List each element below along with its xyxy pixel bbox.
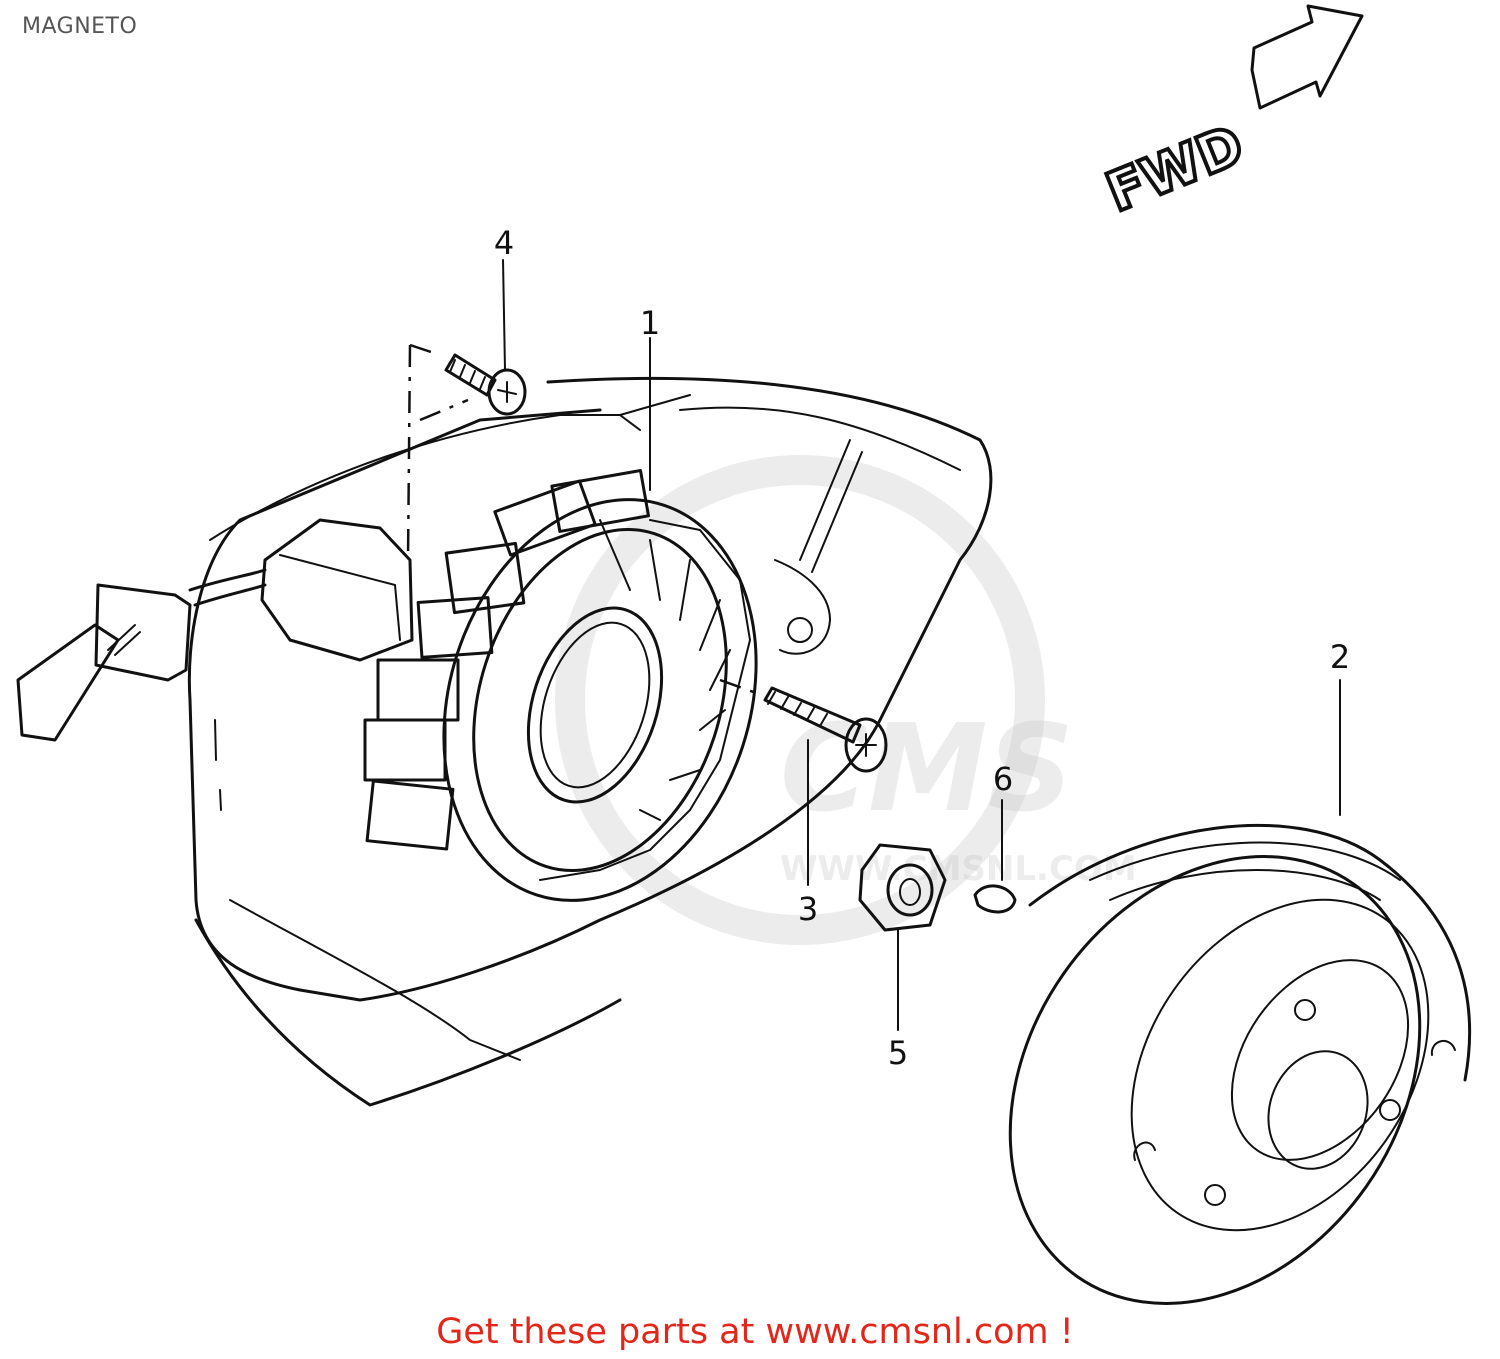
callout-5: 5 [888, 1034, 908, 1072]
key-part-6 [973, 884, 1017, 914]
callout-2: 2 [1330, 638, 1350, 676]
rotor-flywheel [1008, 823, 1472, 1305]
pickup-coil-and-lead [16, 518, 414, 742]
callout-1: 1 [640, 304, 660, 342]
callout-labels: 1 2 3 4 5 6 [494, 224, 1350, 1072]
callout-3: 3 [798, 890, 818, 928]
stator-assembly [363, 469, 758, 902]
watermark-logo-text: CMS [780, 700, 1074, 839]
get-parts-link[interactable]: Get these parts at www.cmsnl.com ! [436, 1312, 1074, 1352]
leader-lines [502, 259, 1341, 1031]
callout-4: 4 [494, 224, 514, 262]
callout-6: 6 [993, 760, 1013, 798]
forward-arrow-icon [1250, 4, 1364, 110]
nut-part-5 [858, 843, 947, 932]
bolt-part-3 [719, 678, 888, 773]
page-title: MAGNETO [22, 14, 138, 39]
crankcase-cover [187, 376, 993, 1107]
screw-part-4 [406, 343, 527, 561]
watermark-url-text: WWW.CMSNL.COM [780, 849, 1137, 889]
forward-direction-indicator: FWD [1096, 4, 1364, 226]
cms-watermark: CMS WWW.CMSNL.COM [555, 455, 1137, 945]
fwd-label: FWD [1098, 113, 1253, 224]
